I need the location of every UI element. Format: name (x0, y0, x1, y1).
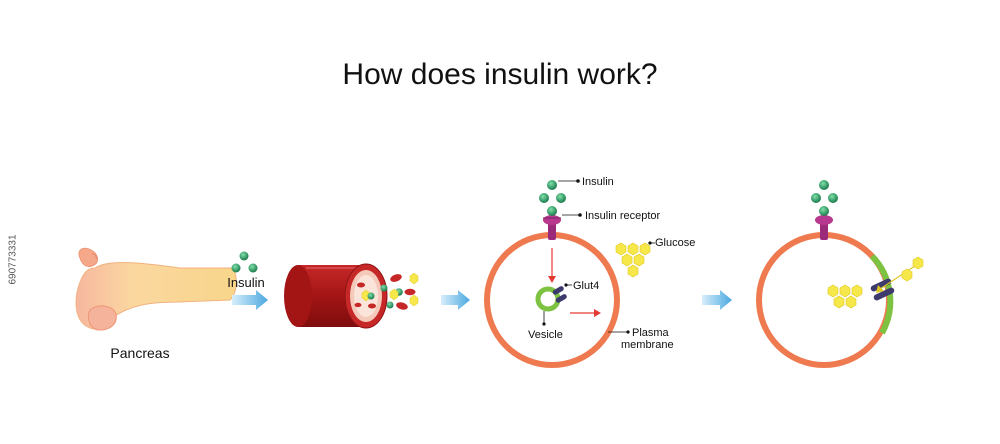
glut4-transporter-1 (552, 286, 567, 303)
pancreas-organ (75, 247, 237, 331)
glucose-cluster-1 (615, 242, 651, 278)
insulin-receptor-1 (543, 215, 561, 240)
blood-vessel (284, 263, 388, 329)
vesicle-label: Vesicle (528, 329, 563, 341)
glut4-label: Glut4 (573, 280, 599, 292)
insulin-label: Insulin (582, 176, 614, 188)
plasma-label: Plasma (632, 327, 670, 339)
arrow-2 (441, 290, 470, 310)
glucose-label: Glucose (655, 237, 695, 249)
insulin-receptor-2 (815, 215, 833, 240)
insulin-molecules-2 (539, 180, 566, 216)
arrow-1 (232, 290, 268, 310)
glucose-cluster-2 (827, 256, 924, 309)
blood-cells (380, 272, 419, 310)
glucose-entry-arrow (879, 263, 919, 290)
diagram-title: How does insulin work? (342, 58, 658, 91)
insulin-molecules-3 (811, 180, 838, 216)
insulin-molecules-1 (231, 251, 258, 273)
insulin-arrow-label: Insulin (227, 275, 265, 290)
cell-2-membrane (756, 232, 892, 368)
pancreas-label: Pancreas (110, 345, 169, 361)
glut4-transporter-2 (870, 278, 895, 301)
insulin-receptor-label: Insulin receptor (585, 210, 661, 222)
membrane-label: membrane (621, 339, 674, 351)
arrow-3 (702, 290, 732, 310)
